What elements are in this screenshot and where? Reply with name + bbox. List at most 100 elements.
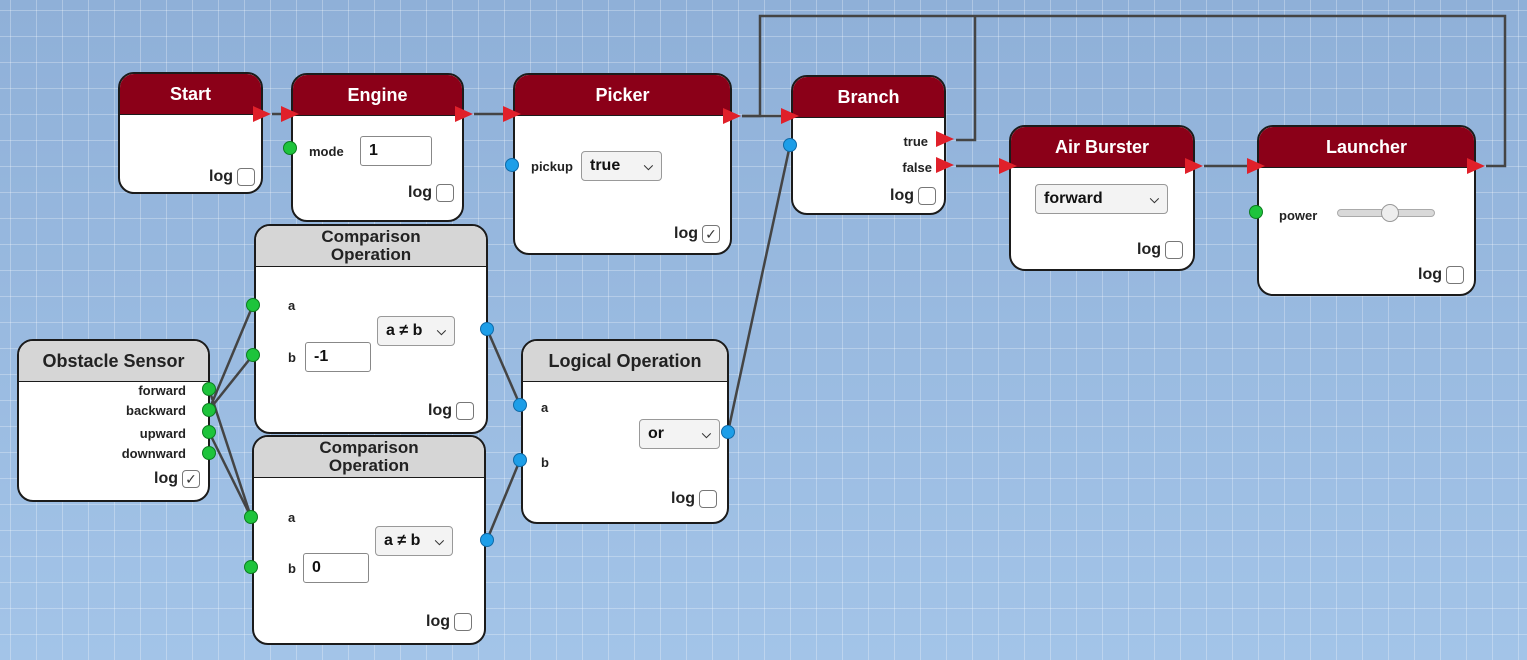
log-label: log <box>428 402 452 419</box>
launcher-power-port[interactable] <box>1249 205 1263 219</box>
log-checkbox[interactable] <box>918 187 936 205</box>
log-label: log <box>1137 241 1161 258</box>
picker-flow-out-port[interactable] <box>723 108 741 124</box>
b-value-input[interactable]: 0 <box>303 553 369 583</box>
air-burster-flow-in-port[interactable] <box>999 158 1017 174</box>
sensor-forward-port[interactable] <box>202 382 216 396</box>
obstacle-sensor-node[interactable]: Obstacle Sensor forward backward upward … <box>17 339 210 502</box>
pickup-label: pickup <box>531 159 573 174</box>
operator-select[interactable]: a ≠ b ⌵ <box>375 526 453 556</box>
comparison2-b-port[interactable] <box>244 560 258 574</box>
launcher-flow-out-port[interactable] <box>1467 158 1485 174</box>
log-checkbox[interactable] <box>456 402 474 420</box>
start-flow-out-port[interactable] <box>253 106 271 122</box>
log-label: log <box>674 225 698 242</box>
log-label: log <box>1418 266 1442 283</box>
comparison2-a-port[interactable] <box>244 510 258 524</box>
comparison2-out-port[interactable] <box>480 533 494 547</box>
logical-operator-value: or <box>648 425 664 442</box>
logical-operator-select[interactable]: or ⌵ <box>639 419 720 449</box>
logical-a-port[interactable] <box>513 398 527 412</box>
log-toggle[interactable]: log <box>408 184 454 202</box>
sensor-backward-port[interactable] <box>202 403 216 417</box>
log-label: log <box>408 184 432 201</box>
picker-node-title: Picker <box>515 75 730 116</box>
output-downward-label: downward <box>121 446 186 461</box>
comparison-node-2[interactable]: Comparison Operation a b 0 a ≠ b ⌵ log <box>252 435 486 645</box>
log-toggle[interactable]: log <box>209 168 255 186</box>
sensor-downward-port[interactable] <box>202 446 216 460</box>
operator-select[interactable]: a ≠ b ⌵ <box>377 316 455 346</box>
log-checkbox[interactable] <box>436 184 454 202</box>
log-checkbox[interactable]: ✓ <box>182 470 200 488</box>
branch-false-port[interactable] <box>936 157 954 173</box>
engine-node[interactable]: Engine mode 1 log <box>291 73 464 222</box>
direction-select-value: forward <box>1044 190 1103 207</box>
power-slider-handle[interactable] <box>1381 204 1399 222</box>
operator-select-value: a ≠ b <box>384 532 421 549</box>
air-burster-flow-out-port[interactable] <box>1185 158 1203 174</box>
log-checkbox[interactable] <box>237 168 255 186</box>
launcher-node[interactable]: Launcher power log <box>1257 125 1476 296</box>
branch-condition-port[interactable] <box>783 138 797 152</box>
log-toggle[interactable]: log <box>671 490 717 508</box>
power-slider[interactable] <box>1337 204 1435 222</box>
output-upward-label: upward <box>139 426 186 441</box>
air-burster-node[interactable]: Air Burster forward ⌵ log <box>1009 125 1195 271</box>
output-backward-label: backward <box>126 403 186 418</box>
start-node-title: Start <box>120 74 261 115</box>
picker-node[interactable]: Picker pickup true ⌵ log ✓ <box>513 73 732 255</box>
log-checkbox[interactable] <box>699 490 717 508</box>
log-toggle[interactable]: log <box>426 613 472 631</box>
obstacle-sensor-title: Obstacle Sensor <box>19 341 208 382</box>
log-toggle[interactable]: log ✓ <box>154 470 200 488</box>
air-burster-node-title: Air Burster <box>1011 127 1193 168</box>
b-value-input[interactable]: -1 <box>305 342 371 372</box>
launcher-node-title: Launcher <box>1259 127 1474 168</box>
comparison-node-title: Comparison Operation <box>254 437 484 478</box>
log-label: log <box>209 168 233 185</box>
mode-label: mode <box>309 144 344 159</box>
log-checkbox[interactable] <box>1165 241 1183 259</box>
mode-input[interactable]: 1 <box>360 136 432 166</box>
comparison1-out-port[interactable] <box>480 322 494 336</box>
input-b-label: b <box>541 455 549 470</box>
pickup-select[interactable]: true ⌵ <box>581 151 662 181</box>
logical-operation-node[interactable]: Logical Operation a b or ⌵ log <box>521 339 729 524</box>
log-toggle[interactable]: log <box>890 187 936 205</box>
log-toggle[interactable]: log <box>1418 266 1464 284</box>
branch-false-label: false <box>902 160 932 175</box>
log-toggle[interactable]: log <box>1137 241 1183 259</box>
log-checkbox[interactable]: ✓ <box>702 225 720 243</box>
engine-flow-in-port[interactable] <box>281 106 299 122</box>
picker-flow-in-port[interactable] <box>503 106 521 122</box>
chevron-down-icon: ⌵ <box>434 533 444 548</box>
logical-out-port[interactable] <box>721 425 735 439</box>
log-toggle[interactable]: log <box>428 402 474 420</box>
engine-node-title: Engine <box>293 75 462 116</box>
comparison-node-title: Comparison Operation <box>256 226 486 267</box>
log-label: log <box>671 490 695 507</box>
sensor-upward-port[interactable] <box>202 425 216 439</box>
logical-b-port[interactable] <box>513 453 527 467</box>
logical-operation-title: Logical Operation <box>523 341 727 382</box>
input-a-label: a <box>288 298 296 313</box>
comparison1-b-port[interactable] <box>246 348 260 362</box>
chevron-down-icon: ⌵ <box>1149 191 1159 206</box>
comparison-node-1[interactable]: Comparison Operation a b -1 a ≠ b ⌵ log <box>254 224 488 434</box>
engine-mode-port[interactable] <box>283 141 297 155</box>
direction-select[interactable]: forward ⌵ <box>1035 184 1168 214</box>
pickup-select-value: true <box>590 157 621 174</box>
branch-node-title: Branch <box>793 77 944 118</box>
picker-pickup-port[interactable] <box>505 158 519 172</box>
log-checkbox[interactable] <box>454 613 472 631</box>
branch-flow-in-port[interactable] <box>781 108 799 124</box>
log-toggle[interactable]: log ✓ <box>674 225 720 243</box>
comparison1-a-port[interactable] <box>246 298 260 312</box>
branch-true-port[interactable] <box>936 131 954 147</box>
branch-node[interactable]: Branch true false log <box>791 75 946 215</box>
log-checkbox[interactable] <box>1446 266 1464 284</box>
launcher-flow-in-port[interactable] <box>1247 158 1265 174</box>
engine-flow-out-port[interactable] <box>455 106 473 122</box>
start-node[interactable]: Start log <box>118 72 263 194</box>
